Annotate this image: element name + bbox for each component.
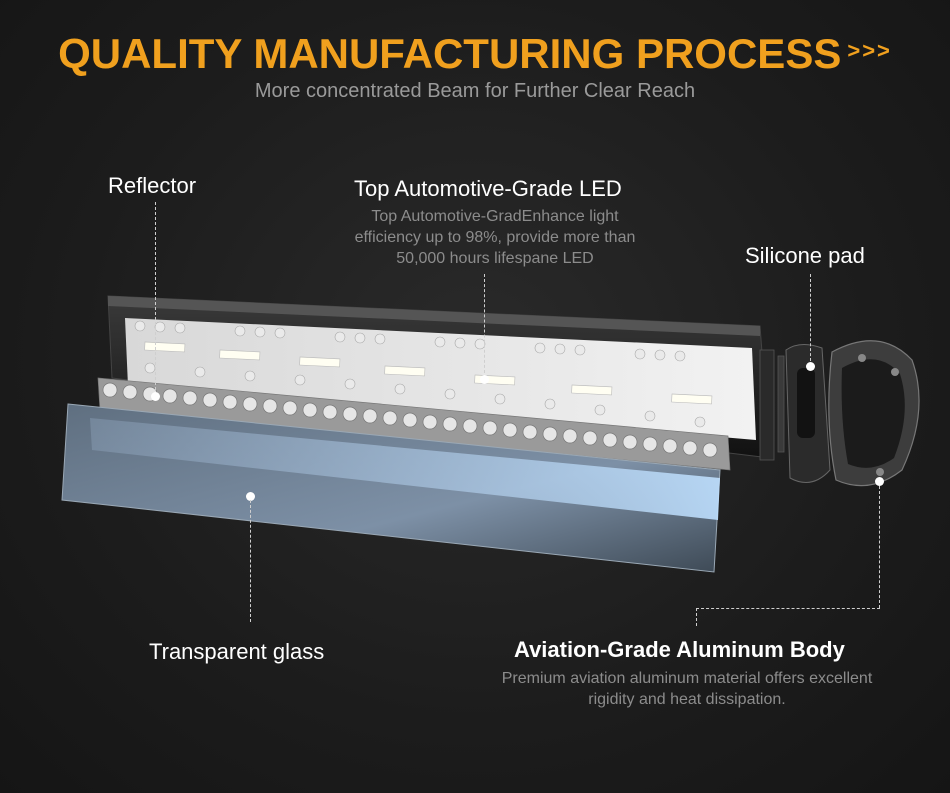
silicone-pad-label: Silicone pad	[745, 243, 865, 268]
led-label: Top Automotive-Grade LED	[354, 176, 622, 201]
aluminum-label: Aviation-Grade Aluminum Body	[514, 637, 845, 662]
glass-leader-line	[250, 500, 251, 622]
glass-panel	[61, 403, 721, 573]
led-desc-line-1: Top Automotive-GradEnhance light	[371, 208, 619, 225]
aluminum-leader-line-drop	[696, 608, 697, 626]
page-title: QUALITY MANUFACTURING PROCESS	[58, 30, 842, 77]
led-leader-line	[484, 274, 485, 378]
led-description: Top Automotive-GradEnhance light efficie…	[300, 206, 690, 269]
aluminum-leader-line-vertical	[879, 486, 880, 608]
end-cap-bracket	[828, 340, 920, 487]
silicone-marker	[806, 362, 815, 371]
arrows-icon: >>>	[847, 38, 892, 63]
aluminum-desc-line-2: rigidity and heat dissipation.	[588, 691, 786, 708]
silicone-pad	[785, 344, 831, 483]
led-desc-line-2: efficiency up to 98%, provide more than	[354, 229, 636, 246]
silicone-leader-line	[810, 274, 811, 366]
reflector-label: Reflector	[108, 173, 197, 198]
led-marker	[480, 375, 489, 384]
aluminum-description: Premium aviation aluminum material offer…	[440, 668, 934, 710]
reflector-row	[97, 377, 731, 471]
reflector-marker	[151, 392, 160, 401]
aluminum-leader-line-horizontal	[696, 608, 880, 609]
headline: QUALITY MANUFACTURING PROCESS>>>	[0, 30, 950, 78]
glass-label: Transparent glass	[149, 639, 325, 664]
aluminum-desc-line-1: Premium aviation aluminum material offer…	[501, 670, 873, 687]
glass-marker	[246, 492, 255, 501]
led-desc-line-3: 50,000 hours lifespane LED	[396, 250, 594, 267]
led-pcb	[125, 318, 756, 440]
aluminum-marker	[875, 477, 884, 486]
heat-sink	[759, 349, 785, 461]
page-subtitle: More concentrated Beam for Further Clear…	[254, 80, 696, 102]
reflector-leader-line	[155, 202, 156, 395]
